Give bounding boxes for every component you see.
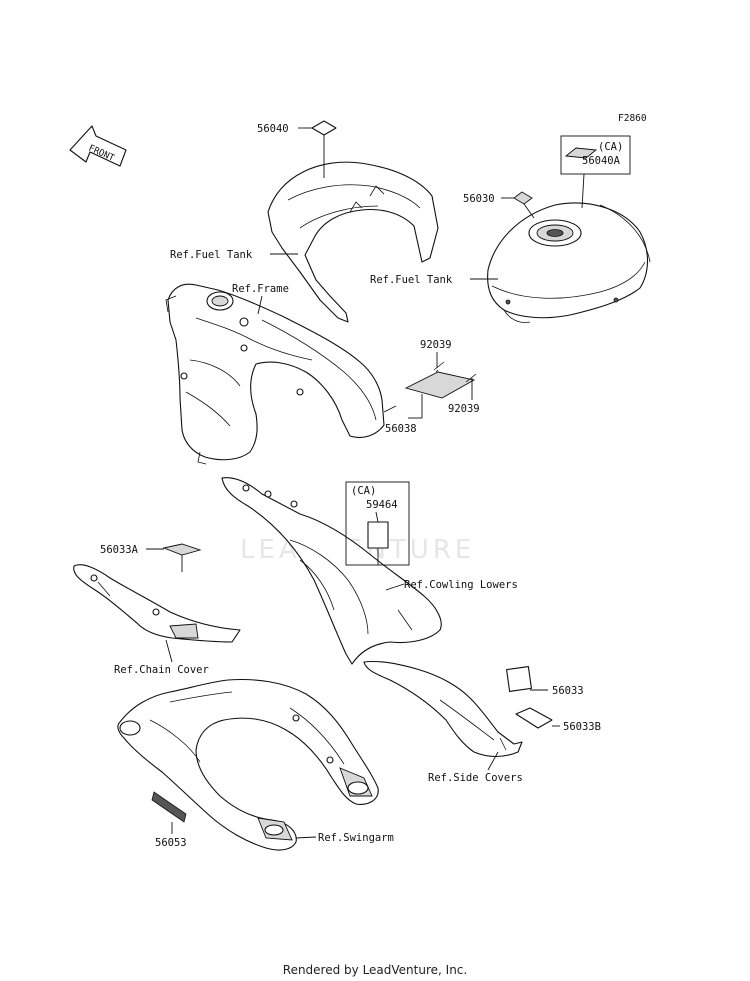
ref-fuel-tank-left: Ref.Fuel Tank xyxy=(170,249,253,261)
footer-credit: Rendered by LeadVenture, Inc. xyxy=(282,963,468,977)
ca-label-56040A: (CA) xyxy=(598,141,623,153)
bracket-56038 xyxy=(404,371,476,399)
decal-56033A xyxy=(162,543,202,556)
frame-part xyxy=(165,283,385,465)
decal-56030 xyxy=(513,191,533,205)
ca-box-56040A xyxy=(560,135,631,175)
ca-box-59464 xyxy=(345,481,410,566)
front-arrow-icon: FRONT xyxy=(69,125,127,167)
ref-side-covers: Ref.Side Covers xyxy=(428,772,523,784)
part-56040-label: 56040 xyxy=(257,123,289,135)
part-56033A-label: 56033A xyxy=(100,544,139,556)
screw-92039-top xyxy=(433,361,445,373)
diagram-code: F2860 xyxy=(618,113,647,124)
part-56033B-label: 56033B xyxy=(563,721,601,733)
decal-59464 xyxy=(367,521,389,549)
part-56053-label: 56053 xyxy=(155,837,187,849)
side-cover-part xyxy=(363,660,523,758)
part-56040A-label: 56040A xyxy=(582,155,621,167)
ref-frame: Ref.Frame xyxy=(232,283,289,295)
ref-fuel-tank-right: Ref.Fuel Tank xyxy=(370,274,453,286)
screw-92039-bottom xyxy=(465,373,477,383)
ref-chain-cover: Ref.Chain Cover xyxy=(114,664,209,676)
tank-cover-part xyxy=(267,161,439,323)
part-56033-label: 56033 xyxy=(552,685,584,697)
part-92039-top-label: 92039 xyxy=(420,339,452,351)
fuel-tank-part xyxy=(487,202,651,323)
ref-swingarm: Ref.Swingarm xyxy=(318,832,394,844)
decal-56040 xyxy=(311,120,337,136)
part-92039-bottom-label: 92039 xyxy=(448,403,480,415)
decal-56033 xyxy=(506,666,532,692)
ref-cowling-lowers: Ref.Cowling Lowers xyxy=(404,579,518,591)
part-59464-label: 59464 xyxy=(366,499,398,511)
cowling-lower-part xyxy=(221,477,442,665)
swingarm-part xyxy=(117,678,379,851)
part-56038-label: 56038 xyxy=(385,423,417,435)
decal-56053 xyxy=(151,791,187,823)
ca-label-59464: (CA) xyxy=(351,485,376,497)
chain-cover-part xyxy=(73,564,241,643)
decal-56040A xyxy=(564,147,598,159)
part-56030-label: 56030 xyxy=(463,193,495,205)
decal-56033B xyxy=(515,707,553,729)
